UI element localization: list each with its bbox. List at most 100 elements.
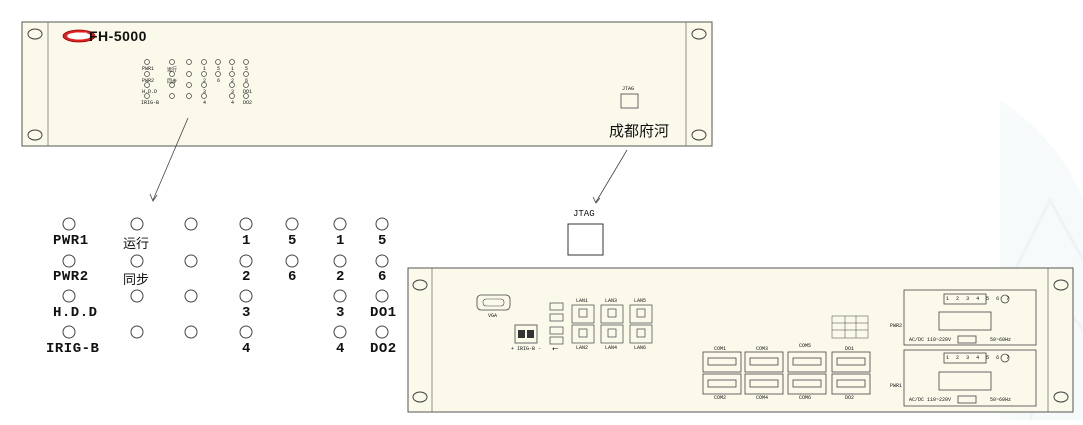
rear-panel	[407, 267, 1074, 413]
rear-vga-label: VGA	[488, 313, 498, 319]
rear-pwr-voltage: AC/DC 110~220V	[909, 397, 952, 403]
front-led-grid	[144, 59, 249, 99]
dip-table	[831, 315, 869, 339]
led-label-a3: 3	[242, 305, 251, 321]
rear-lan-label: LAN5	[634, 298, 647, 304]
terminal-number: 5	[986, 355, 992, 361]
led-label-hdd: H.D.D	[53, 305, 98, 321]
terminal-number: 2	[956, 296, 962, 302]
front-panel	[21, 21, 713, 147]
power-module-pwr2	[903, 289, 1037, 346]
front-led-label: 6	[217, 78, 221, 84]
rear-com-label: COM2	[714, 395, 727, 401]
lan-ports	[571, 304, 653, 344]
com-terminal-blocks	[702, 351, 871, 395]
terminal-number: 2	[956, 355, 962, 361]
led-detail-grid	[62, 217, 389, 339]
rear-com-label: COM1	[714, 346, 727, 352]
front-led-label: 5	[217, 66, 221, 72]
front-led-label: 1	[203, 66, 207, 72]
pwr1-terminal-numbers: 1 2 3 4 5 6 7	[946, 355, 1011, 361]
front-led-label: 2	[231, 78, 235, 84]
front-led-label: 6	[245, 78, 249, 84]
front-led-label: DO1	[243, 89, 253, 95]
led-label-do2: DO2	[370, 341, 397, 357]
jtag-detail-port	[567, 223, 604, 256]
front-led-label: PWR1	[142, 66, 155, 72]
led-label-a4: 4	[242, 341, 251, 357]
terminal-number: 1	[946, 355, 952, 361]
led-label-pwr2: PWR2	[53, 269, 89, 285]
rear-lan-label: LAN2	[576, 345, 589, 351]
front-jtag-label: JTAG	[622, 86, 635, 92]
led-label-c4: 4	[336, 341, 345, 357]
front-jtag-port	[620, 93, 639, 109]
terminal-number: 6	[996, 355, 1002, 361]
usb-ports	[549, 302, 564, 345]
terminal-number: 7	[1006, 296, 1012, 302]
jtag-detail-label: JTAG	[573, 209, 595, 219]
front-led-label: PWR2	[142, 78, 155, 84]
front-led-label: 同步	[167, 79, 178, 85]
terminal-number: 4	[976, 296, 982, 302]
front-led-label: 运行	[167, 67, 178, 73]
front-brand-text: 成都府河	[609, 122, 670, 140]
led-label-sync: 同步	[123, 273, 150, 288]
rear-com-label: COM5	[799, 343, 812, 349]
usb-icon: ⭠	[552, 344, 559, 353]
rear-com-label: COM6	[799, 395, 812, 401]
rear-pwr-freq: 50~60Hz	[990, 397, 1012, 403]
brand-logo-text: 府河	[72, 32, 86, 40]
led-label-a1: 1	[242, 233, 251, 249]
led-label-b6: 6	[288, 269, 297, 285]
terminal-number: 3	[966, 296, 972, 302]
led-label-d5: 5	[378, 233, 387, 249]
front-led-label: 5	[245, 66, 249, 72]
rear-lan-label: LAN3	[605, 298, 618, 304]
rear-lan-label: LAN1	[576, 298, 589, 304]
terminal-number: 5	[986, 296, 992, 302]
rear-lan-label: LAN6	[634, 345, 647, 351]
front-led-label: DO2	[243, 100, 253, 106]
brand-logo	[62, 29, 96, 43]
led-label-do1: DO1	[370, 305, 397, 321]
rear-pwr-label: PWR1	[890, 383, 903, 389]
front-led-label: 3	[231, 89, 235, 95]
led-label-c1: 1	[336, 233, 345, 249]
leader-lines	[149, 117, 628, 204]
terminal-number: 1	[946, 296, 952, 302]
vga-port	[476, 294, 511, 311]
led-label-a2: 2	[242, 269, 251, 285]
led-label-pwr1: PWR1	[53, 233, 89, 249]
terminal-number: 6	[996, 296, 1002, 302]
rear-irig-label: + IRIG-B -	[511, 346, 542, 352]
front-led-label: 1	[231, 66, 235, 72]
terminal-number: 3	[966, 355, 972, 361]
rear-com-label: COM4	[756, 395, 769, 401]
irig-b-connector	[514, 324, 538, 344]
front-led-label: 2	[203, 78, 207, 84]
rear-com-label: DO2	[845, 395, 855, 401]
led-label-c2: 2	[336, 269, 345, 285]
power-module-pwr1	[903, 349, 1037, 407]
rear-pwr-freq: 50~60Hz	[990, 337, 1012, 343]
rear-com-label: COM3	[756, 346, 769, 352]
led-label-b5: 5	[288, 233, 297, 249]
pwr2-terminal-numbers: 1 2 3 4 5 6 7	[946, 296, 1011, 302]
led-label-d6: 6	[378, 269, 387, 285]
rear-pwr-label: PWR2	[890, 323, 903, 329]
rear-lan-label: LAN4	[605, 345, 618, 351]
front-led-label: IRIG-B	[141, 100, 160, 106]
terminal-number: 4	[976, 355, 982, 361]
front-model-label: FH-5000	[89, 28, 147, 44]
rear-pwr-voltage: AC/DC 110~220V	[909, 337, 952, 343]
led-label-c3: 3	[336, 305, 345, 321]
front-led-label: 3	[203, 89, 207, 95]
terminal-number: 7	[1006, 355, 1012, 361]
led-label-running: 运行	[123, 237, 150, 252]
rear-com-label: DO1	[845, 346, 855, 352]
front-led-label: 4	[231, 100, 235, 106]
front-led-label: 4	[203, 100, 207, 106]
front-led-label: H.D.D	[142, 89, 158, 95]
